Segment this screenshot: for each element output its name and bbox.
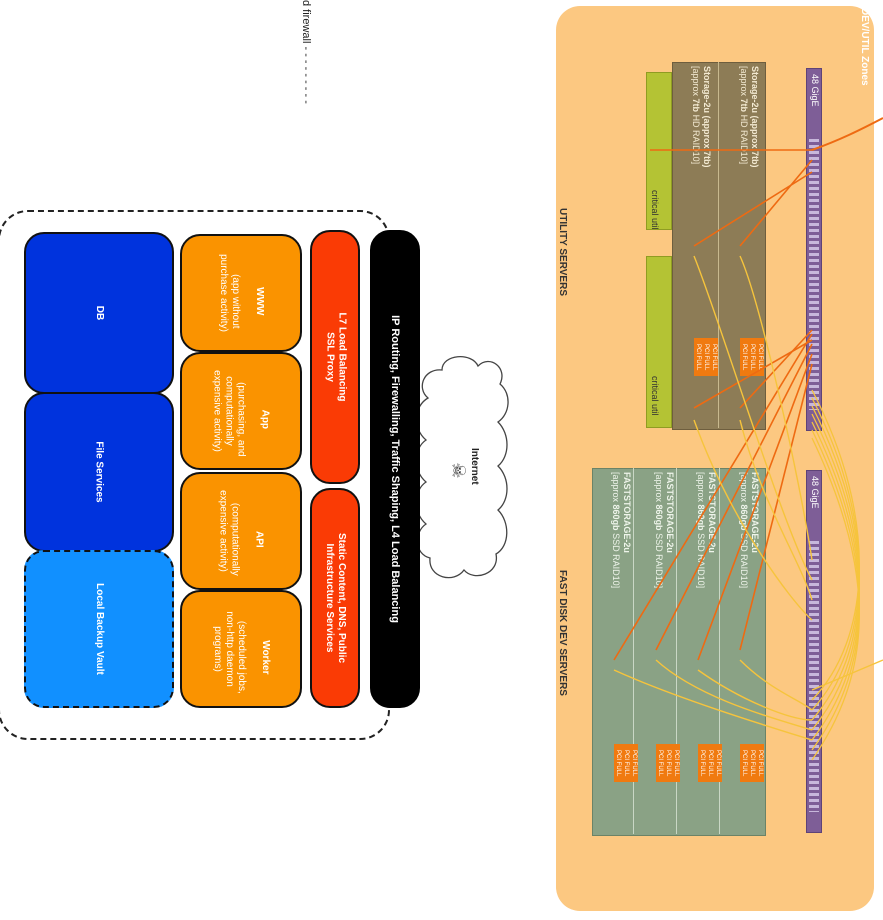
l7-load-balancing-text: L7 Load Balancing SSL Proxy (324, 312, 347, 402)
app-box: App (purchasing, and computationally exp… (180, 352, 302, 470)
pci-full-block: PCI FULL (740, 744, 748, 782)
www-sub: (app without purchase activity) (218, 254, 241, 332)
api-title: API (253, 530, 265, 548)
skull-icon: ☠ (448, 462, 469, 479)
file-services-text: File Services (94, 441, 105, 503)
pci-full-block: PCI FULL (622, 744, 630, 782)
pci-full-block: PCI FULL (748, 744, 756, 782)
pci-full-block: PCI FULL (630, 744, 638, 782)
pci-full-block: PCI FULL (664, 744, 672, 782)
static-content-text: Static Content, DNS, Public Infrastructu… (324, 532, 348, 664)
pci-full-block: PCI FULL (740, 338, 748, 376)
file-services-box: File Services (24, 392, 174, 552)
local-backup-vault-box: Local Backup Vault (24, 550, 174, 708)
pci-full-block: PCI FULL (710, 338, 718, 376)
worker-box: Worker (scheduled jobs, non-http daemon … (180, 590, 302, 708)
pci-full-block: PCI FULL (748, 338, 756, 376)
app-sub: (purchasing, and computationally expensi… (211, 370, 247, 457)
pci-full-block: PCI FULL (672, 744, 680, 782)
api-box: API (computationally expensive activity) (180, 472, 302, 590)
db-text: DB (93, 305, 105, 321)
pci-full-block: PCI FULL (698, 744, 706, 782)
pci-full-block: PCI FULL (656, 744, 664, 782)
pci-full-block: PCI FULL (756, 338, 764, 376)
internet-cloud (415, 356, 509, 579)
l7-load-balancing-box: L7 Load Balancing SSL Proxy (310, 230, 360, 484)
pci-full-block: PCI FULL (756, 744, 764, 782)
db-box: DB (24, 232, 174, 394)
routing-layer-text: IP Routing, Firewalling, Traffic Shaping… (389, 315, 402, 623)
worker-sub: (scheduled jobs, non-http daemon program… (212, 611, 247, 694)
pci-full-block: PCI FULL (694, 338, 702, 376)
local-backup-vault-text: Local Backup Vault (93, 583, 105, 675)
www-box: WWW (app without purchase activity) (180, 234, 302, 352)
critical-util-bar-1 (646, 72, 672, 230)
pci-full-block: PCI FULL (706, 744, 714, 782)
critical-util-bar-2 (646, 256, 672, 428)
internet-label: Internet (469, 448, 480, 485)
www-title: WWW (254, 287, 265, 316)
pci-full-block: PCI FULL (714, 744, 722, 782)
pci-full-block: PCI FULL (614, 744, 622, 782)
pci-full-block: PCI FULL (702, 338, 710, 376)
worker-title: Worker (260, 640, 271, 675)
api-sub: (computationally expensive activity) (217, 490, 241, 576)
app-title: App (259, 409, 271, 430)
static-content-box: Static Content, DNS, Public Infrastructu… (310, 488, 360, 708)
routing-layer: IP Routing, Firewalling, Traffic Shaping… (370, 230, 420, 708)
